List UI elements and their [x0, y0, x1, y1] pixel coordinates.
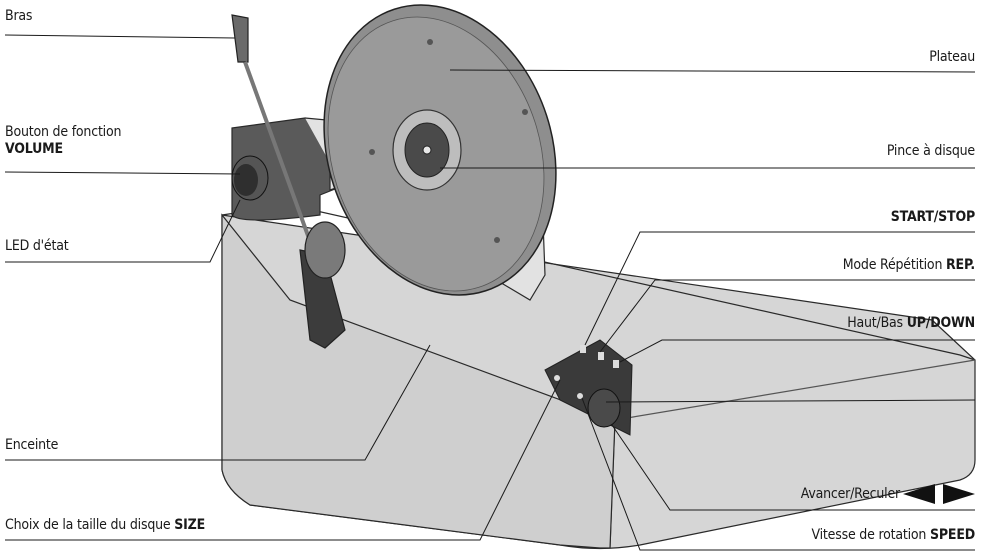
repetition-bold: REP. [946, 257, 975, 273]
label-size: Choix de la taille du disque SIZE [5, 517, 205, 534]
label-volume: VOLUME [5, 141, 63, 158]
tonearm [231, 14, 346, 349]
speed-text: Vitesse de rotation [811, 527, 927, 543]
label-bouton-fonction: Bouton de fonction [5, 124, 122, 140]
label-led: LED d'état [5, 238, 69, 254]
size-text: Choix de la taille du disque [5, 517, 171, 533]
leader-plateau [449, 69, 976, 73]
label-pince: Pince à disque [886, 143, 975, 159]
label-start-stop: START/STOP [891, 209, 975, 226]
label-bras: Bras [5, 8, 33, 24]
speed-bold: SPEED [930, 527, 975, 543]
leader-knob [605, 399, 976, 403]
leader-rep [599, 279, 975, 353]
leader-start [584, 231, 975, 346]
leader-bras [4, 34, 236, 39]
leader-led [5, 199, 241, 263]
haut-bas-text: Haut/Bas [847, 315, 903, 331]
label-enceinte: Enceinte [5, 437, 59, 453]
leader-speed [581, 397, 975, 551]
label-plateau: Plateau [929, 49, 975, 65]
leader-enceinte [5, 344, 431, 461]
control-panel [544, 339, 633, 436]
platter [323, 4, 557, 296]
label-speed: Vitesse de rotation SPEED [811, 527, 976, 544]
label-avancer: Avancer/Reculer [800, 486, 900, 502]
leader-volume [4, 171, 241, 175]
size-bold: SIZE [174, 517, 205, 533]
repetition-text: Mode Répétition [842, 257, 943, 273]
haut-bas-bold: UP/DOWN [906, 315, 975, 331]
leader-avancer [611, 424, 975, 511]
skip-arrows-icon [903, 484, 975, 504]
leader-size [5, 379, 561, 541]
label-haut-bas: Haut/Bas UP/DOWN [847, 315, 975, 332]
leader-haut [619, 339, 975, 363]
label-repetition: Mode Répétition REP. [843, 257, 975, 274]
volume-bold: VOLUME [5, 141, 63, 157]
start-stop-bold: START/STOP [890, 209, 975, 225]
leader-lines [4, 34, 976, 551]
volume-knob [231, 155, 269, 201]
